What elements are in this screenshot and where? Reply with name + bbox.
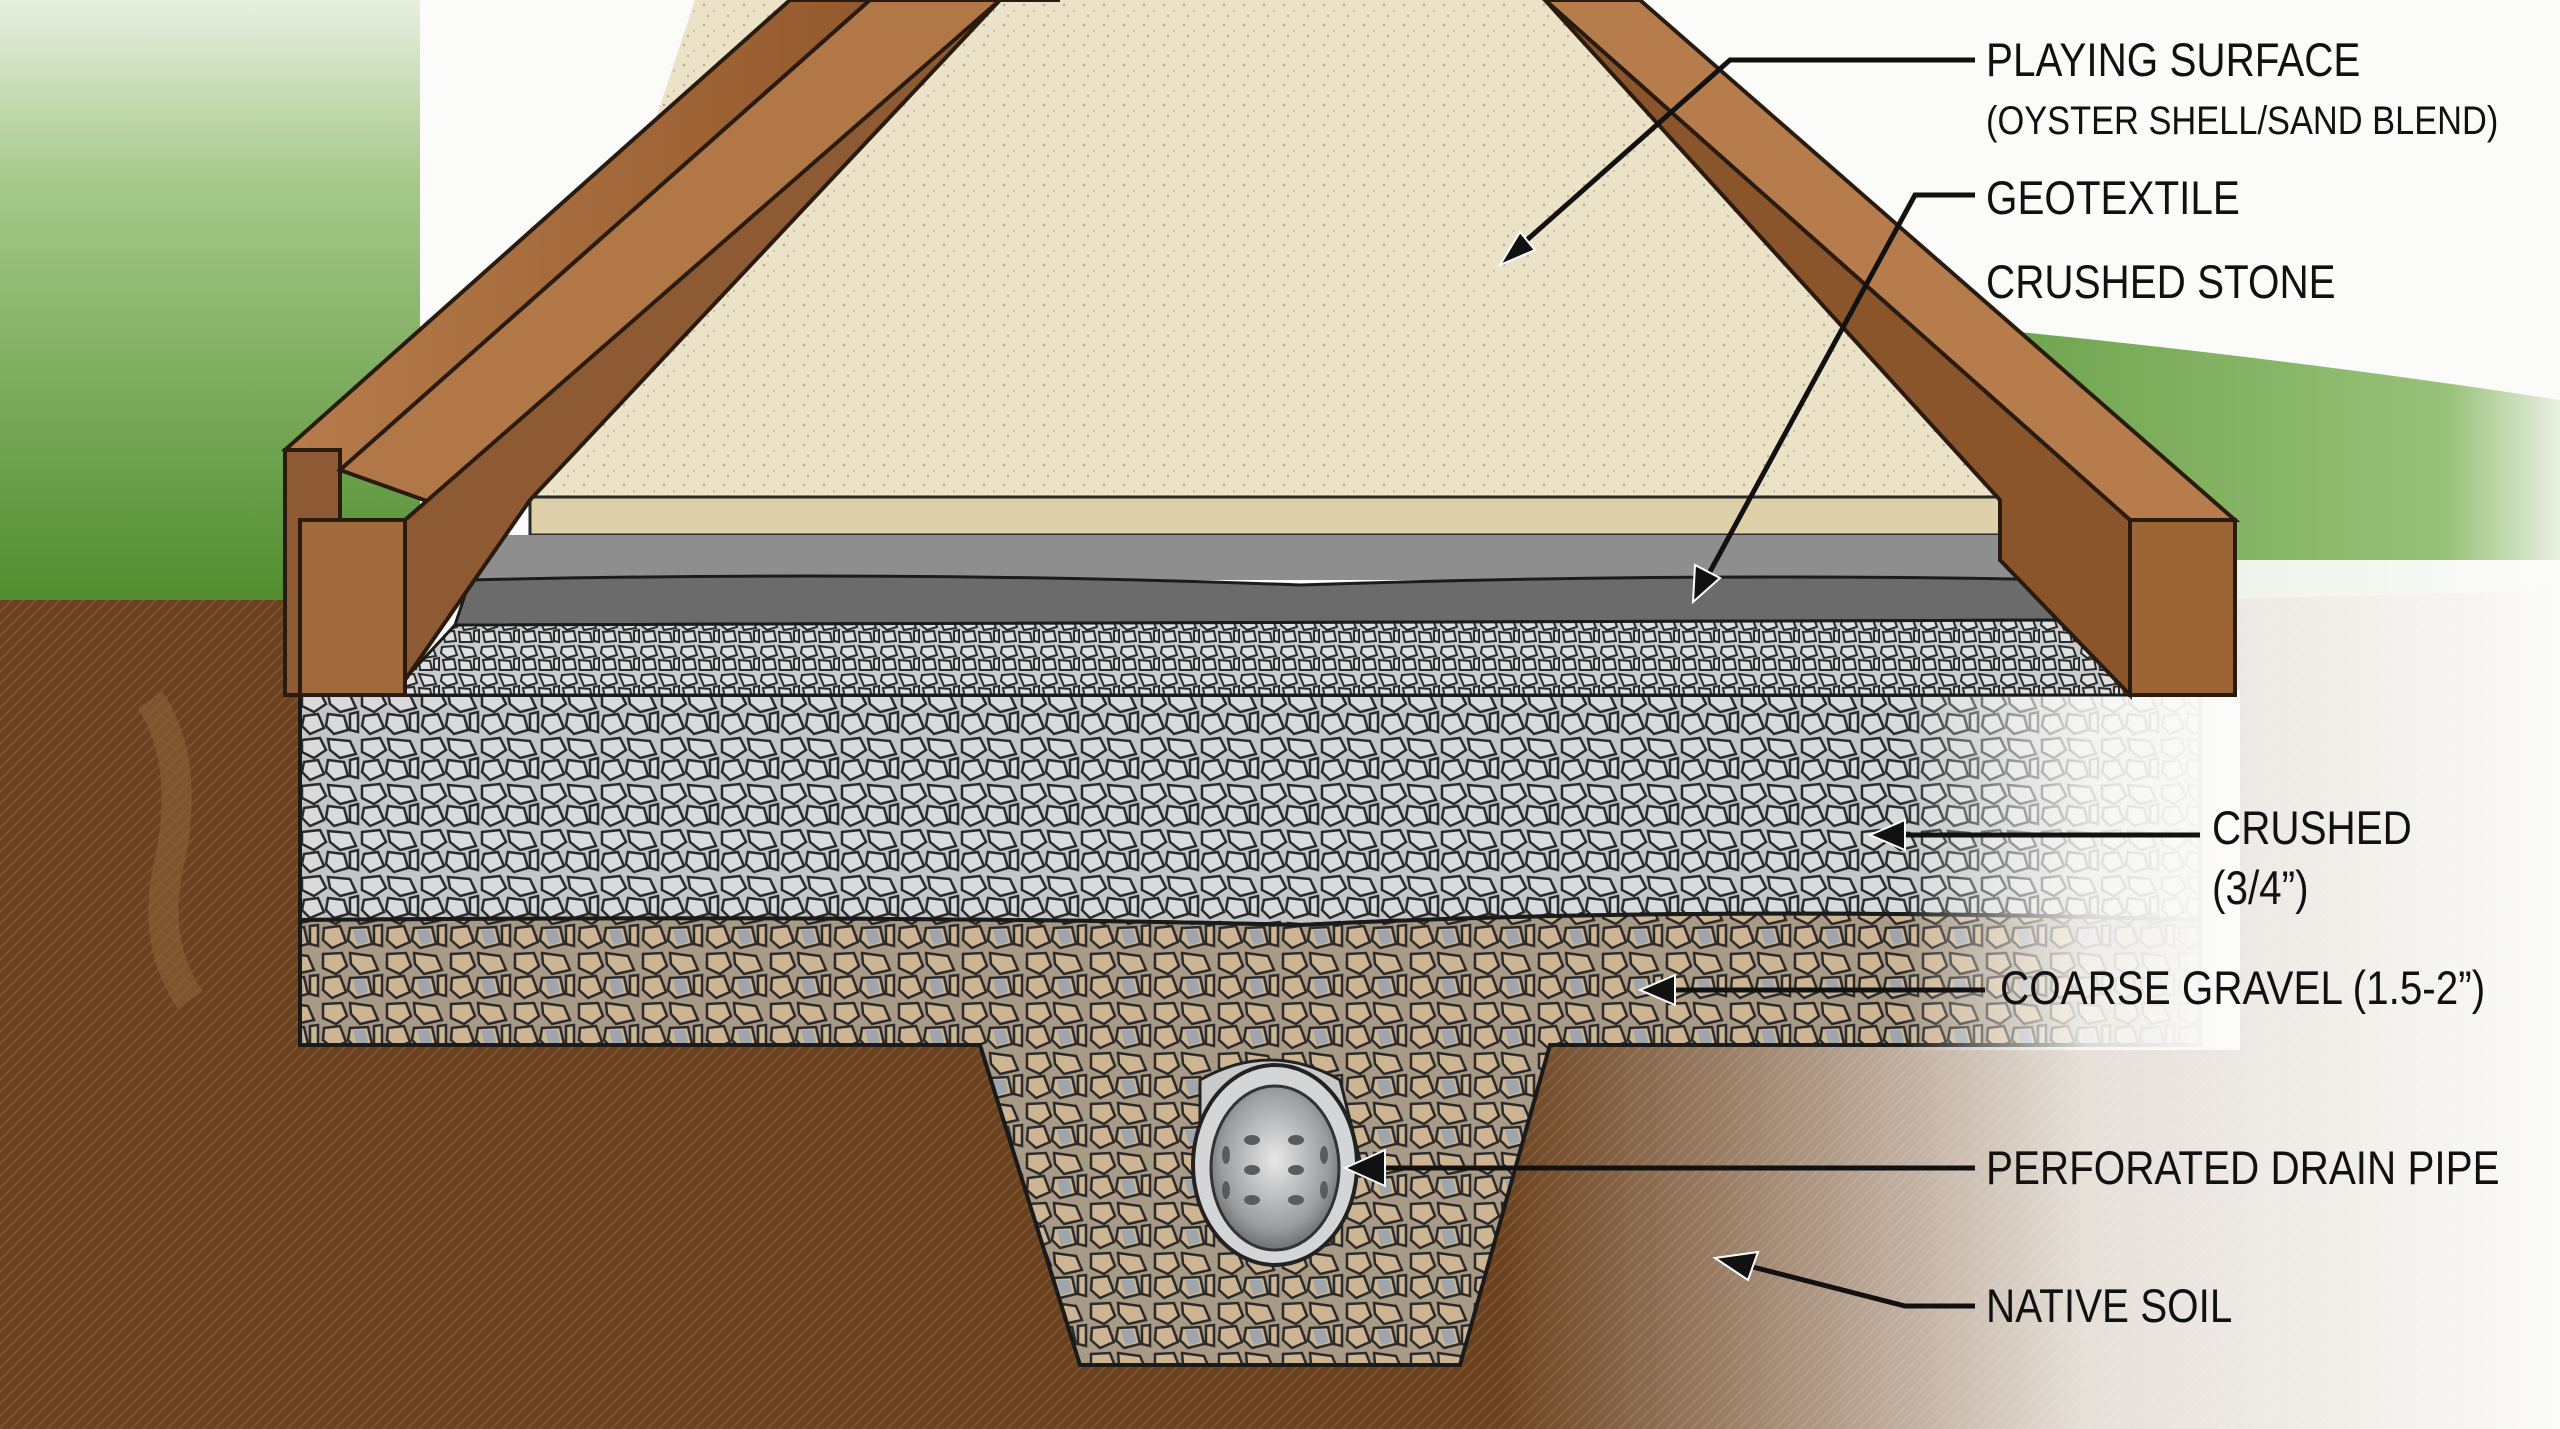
label-playing-surface-sub: (OYSTER SHELL/SAND BLEND) <box>1986 99 2499 143</box>
leader-native-soil <box>1744 1262 1975 1309</box>
arrow-playing-surface-icon <box>1497 230 1537 268</box>
grass-left <box>0 0 420 610</box>
leader-playing-surface <box>1508 57 1975 257</box>
leader-geotextile <box>1697 192 1975 592</box>
perforated-drain-pipe <box>1191 1058 1362 1267</box>
arrow-crushed-3-4-icon <box>1867 818 1906 852</box>
arrowheads <box>1342 230 1906 1282</box>
arrow-native-soil-icon <box>1712 1250 1760 1282</box>
crushed-stone-layer <box>386 618 2154 697</box>
timber-edging-right <box>1541 0 2241 700</box>
arrow-geotextile-icon <box>1691 563 1722 605</box>
geotextile-layer <box>452 535 2093 627</box>
label-playing-surface: PLAYING SURFACE <box>1986 33 2361 86</box>
label-crushed-stone: CRUSHED STONE <box>1986 255 2336 308</box>
label-perforated-drain-pipe: PERFORATED DRAIN PIPE <box>1986 1141 2500 1194</box>
playing-surface <box>528 0 2002 537</box>
grass-right <box>2000 330 2560 610</box>
label-crushed-3-4: CRUSHED <box>2212 801 2412 854</box>
label-geotextile: GEOTEXTILE <box>1986 171 2240 224</box>
timber-edging-left <box>281 0 1060 697</box>
label-coarse-gravel: COARSE GRAVEL (1.5-2”) <box>2000 961 2486 1014</box>
arrow-drain-pipe-icon <box>1342 1148 1386 1188</box>
label-crushed-3-4-sub: (3/4”) <box>2212 861 2309 914</box>
label-native-soil: NATIVE SOIL <box>1986 1279 2233 1332</box>
leader-lines <box>1360 57 2200 1309</box>
arrow-coarse-gravel-icon <box>1637 973 1676 1007</box>
